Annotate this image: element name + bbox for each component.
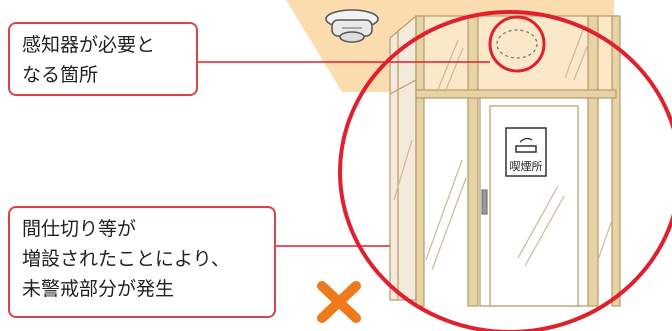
uncovered-area-circle bbox=[338, 10, 672, 331]
smoke-detector-icon bbox=[325, 9, 379, 43]
callout-required-location: 感知器が必要と なる箇所 bbox=[8, 22, 198, 96]
required-spot-marker bbox=[496, 29, 538, 59]
ng-cross-icon bbox=[317, 281, 361, 323]
callout-bottom-line-3: 未警戒部分が発生 bbox=[22, 278, 175, 300]
smoking-room-sign: 喫煙所 bbox=[505, 127, 547, 177]
callout-bottom-line-1: 間仕切り等が bbox=[22, 218, 137, 240]
callout-top-line-2: なる箇所 bbox=[22, 64, 99, 86]
callout-bottom-line-2: 増設されたことにより、 bbox=[22, 248, 230, 270]
sign-label: 喫煙所 bbox=[510, 160, 543, 173]
cigarette-icon bbox=[515, 145, 537, 153]
required-spot-circle bbox=[488, 15, 546, 73]
callout-top-line-1: 感知器が必要と bbox=[22, 34, 156, 56]
smoking-booth bbox=[389, 14, 621, 307]
callout-uncovered-area: 間仕切り等が 増設されたことにより、 未警戒部分が発生 bbox=[8, 206, 276, 318]
